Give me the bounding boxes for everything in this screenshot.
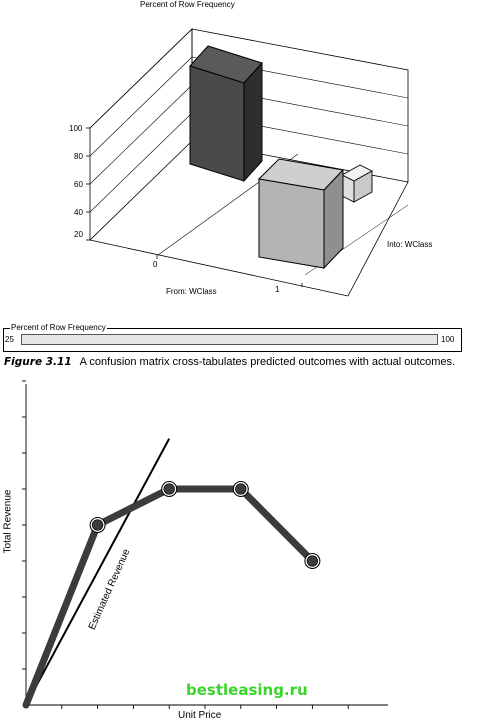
chart3d-title: Percent of Row Frequency: [140, 0, 235, 9]
data-point-core: [307, 556, 318, 566]
total-revenue-line: [22, 485, 316, 709]
data-point-ring: [162, 482, 177, 496]
z-tick-100: 100: [69, 124, 83, 133]
z-tick-40: 40: [74, 208, 83, 217]
caption-text: A confusion matrix cross-tabulates predi…: [79, 356, 456, 368]
slider-min-label: 25: [5, 335, 14, 344]
figure-caption: Figure 3.11 A confusion matrix cross-tabu…: [4, 356, 476, 368]
data-point-core: [92, 520, 103, 530]
from-tick-1: 1: [275, 285, 280, 294]
floor-right-edge: [347, 181, 409, 297]
data-point-ring: [305, 554, 320, 568]
data-point-ring: [90, 518, 105, 532]
row-frequency-slider[interactable]: Percent of Row Frequency 25 100: [3, 323, 462, 352]
watermark: bestleasing.ru: [186, 681, 308, 699]
bar-1-1: [257, 158, 345, 270]
data-point-core: [164, 484, 175, 494]
z-tick-60: 60: [74, 180, 83, 189]
slider-track[interactable]: [21, 334, 438, 345]
into-axis-label: Into: WClass: [387, 240, 433, 249]
z-tick-80: 80: [74, 152, 83, 161]
bar-0-0: [189, 45, 263, 183]
z-tick-20: 20: [74, 230, 83, 239]
y-axis-label: Total Revenue: [2, 489, 14, 554]
figure-number: Figure 3.11: [4, 356, 72, 368]
data-point-ring: [233, 482, 248, 496]
slider-legend: Percent of Row Frequency: [10, 323, 107, 333]
slider-max-label: 100: [441, 335, 455, 344]
floor-front-edge: [89, 239, 349, 297]
confusion-3d-chart: [86, 28, 409, 297]
estimated-revenue-line: [25, 438, 171, 706]
from-tick-0: 0: [153, 260, 158, 269]
bar-0-1: [341, 164, 373, 203]
x-axis-label: Unit Price: [178, 710, 222, 721]
from-axis-label: From: WClass: [166, 287, 217, 296]
data-point-core: [235, 484, 246, 494]
